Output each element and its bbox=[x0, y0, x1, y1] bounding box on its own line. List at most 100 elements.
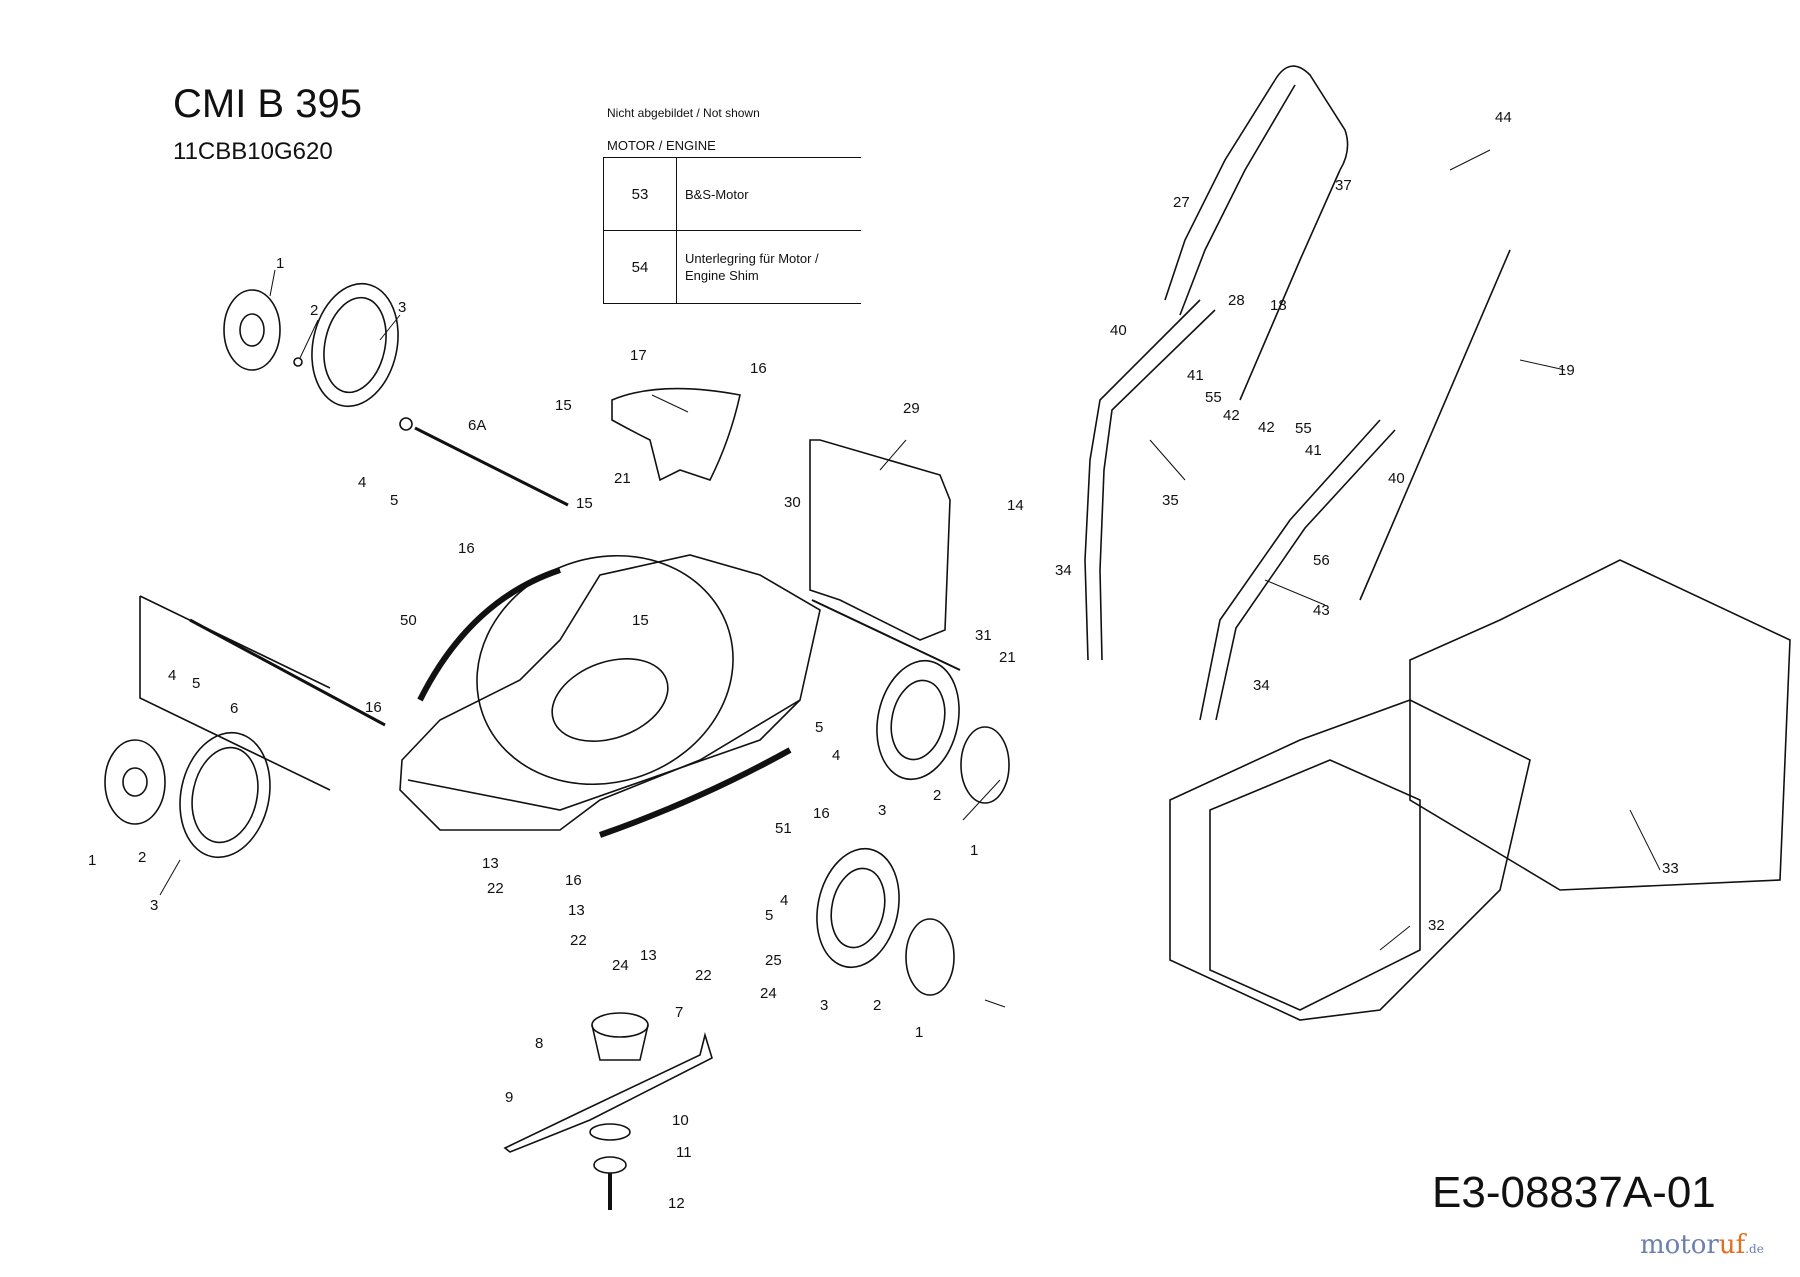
svg-text:42: 42 bbox=[1223, 407, 1240, 424]
blade-9 bbox=[503, 1032, 713, 1153]
side-rail-50 bbox=[417, 567, 561, 702]
svg-text:1: 1 bbox=[276, 255, 284, 272]
side-rail-51 bbox=[599, 747, 792, 838]
svg-text:55: 55 bbox=[1205, 389, 1222, 406]
svg-text:22: 22 bbox=[570, 932, 587, 949]
svg-text:31: 31 bbox=[975, 627, 992, 644]
svg-text:16: 16 bbox=[750, 360, 767, 377]
svg-text:2: 2 bbox=[873, 997, 881, 1014]
svg-text:4: 4 bbox=[832, 747, 840, 764]
handle-lower-35-left bbox=[1084, 299, 1201, 661]
watermark-suffix: .de bbox=[1745, 1242, 1764, 1256]
svg-text:1: 1 bbox=[970, 842, 978, 859]
svg-text:4: 4 bbox=[358, 474, 366, 491]
svg-text:29: 29 bbox=[903, 400, 920, 417]
handle-upper-44 bbox=[1274, 65, 1349, 171]
svg-text:4: 4 bbox=[780, 892, 788, 909]
not-shown-legend: MOTOR / ENGINE 53 B&S-Motor 54 Unterlegr… bbox=[603, 135, 861, 305]
svg-text:28: 28 bbox=[1228, 292, 1245, 309]
svg-text:16: 16 bbox=[458, 540, 475, 557]
svg-text:40: 40 bbox=[1388, 470, 1405, 487]
svg-text:16: 16 bbox=[365, 699, 382, 716]
svg-text:5: 5 bbox=[765, 907, 773, 924]
svg-text:25: 25 bbox=[765, 952, 782, 969]
svg-text:3: 3 bbox=[820, 997, 828, 1014]
svg-text:15: 15 bbox=[632, 612, 649, 629]
legend-header: MOTOR / ENGINE bbox=[603, 135, 861, 158]
svg-text:30: 30 bbox=[784, 494, 801, 511]
axle-6 bbox=[189, 618, 386, 727]
svg-text:4: 4 bbox=[168, 667, 176, 684]
catcher-bag-33 bbox=[1409, 559, 1791, 891]
hubcap-1-right-top bbox=[960, 726, 1010, 804]
watermark-logo: motoruf.de bbox=[1640, 1230, 1764, 1260]
svg-text:33: 33 bbox=[1662, 860, 1679, 877]
legend-row-num: 54 bbox=[603, 231, 677, 303]
hubcap-1-right-bottom bbox=[905, 918, 955, 996]
cover-17 bbox=[611, 387, 741, 482]
svg-text:15: 15 bbox=[555, 397, 572, 414]
svg-text:17: 17 bbox=[630, 347, 647, 364]
svg-text:34: 34 bbox=[1253, 677, 1270, 694]
svg-text:44: 44 bbox=[1495, 109, 1512, 126]
document-id: E3-08837A-01 bbox=[1432, 1168, 1716, 1217]
svg-text:19: 19 bbox=[1558, 362, 1575, 379]
svg-text:24: 24 bbox=[612, 957, 629, 974]
wheel-3-right-top bbox=[876, 659, 960, 781]
svg-text:10: 10 bbox=[672, 1112, 689, 1129]
svg-text:51: 51 bbox=[775, 820, 792, 837]
svg-text:6A: 6A bbox=[468, 417, 486, 434]
svg-text:3: 3 bbox=[150, 897, 158, 914]
svg-text:32: 32 bbox=[1428, 917, 1445, 934]
svg-text:24: 24 bbox=[760, 985, 777, 1002]
svg-text:2: 2 bbox=[138, 849, 146, 866]
svg-text:27: 27 bbox=[1173, 194, 1190, 211]
svg-text:7: 7 bbox=[675, 1004, 683, 1021]
svg-text:8: 8 bbox=[535, 1035, 543, 1052]
rear-flap-29 bbox=[809, 439, 951, 641]
svg-text:14: 14 bbox=[1007, 497, 1024, 514]
svg-text:22: 22 bbox=[695, 967, 712, 984]
axle-6a bbox=[414, 426, 569, 507]
svg-text:3: 3 bbox=[878, 802, 886, 819]
catcher-frame-32 bbox=[1169, 699, 1531, 1021]
svg-text:11: 11 bbox=[676, 1144, 692, 1161]
svg-text:1: 1 bbox=[915, 1024, 923, 1041]
hubcap-1-top bbox=[223, 289, 281, 371]
legend-row-num: 53 bbox=[603, 158, 677, 230]
svg-text:9: 9 bbox=[505, 1089, 513, 1106]
legend-row: 53 B&S-Motor bbox=[603, 158, 861, 231]
wheel-3-bottom bbox=[179, 731, 271, 859]
svg-text:50: 50 bbox=[400, 612, 417, 629]
wheel-3-right-bottom bbox=[816, 847, 900, 969]
handle-lower-43-right bbox=[1199, 419, 1381, 721]
svg-text:55: 55 bbox=[1295, 420, 1312, 437]
cable-19 bbox=[1359, 249, 1511, 601]
svg-text:15: 15 bbox=[576, 495, 593, 512]
svg-text:34: 34 bbox=[1055, 562, 1072, 579]
hubcap-1-bottom bbox=[104, 739, 166, 825]
part-number: 11CBB10G620 bbox=[173, 138, 333, 165]
svg-text:3: 3 bbox=[398, 299, 406, 316]
svg-text:5: 5 bbox=[390, 492, 398, 509]
legend-row-desc: B&S-Motor bbox=[685, 186, 749, 202]
svg-text:21: 21 bbox=[614, 470, 631, 487]
svg-text:13: 13 bbox=[482, 855, 499, 872]
legend-row-desc: Unterlegring für Motor / Engine Shim bbox=[685, 251, 819, 283]
svg-text:41: 41 bbox=[1305, 442, 1322, 459]
svg-text:2: 2 bbox=[310, 302, 318, 319]
svg-text:12: 12 bbox=[668, 1195, 685, 1212]
svg-text:37: 37 bbox=[1335, 177, 1352, 194]
legend-row: 54 Unterlegring für Motor / Engine Shim bbox=[603, 231, 861, 304]
svg-text:16: 16 bbox=[813, 805, 830, 822]
svg-text:40: 40 bbox=[1110, 322, 1127, 339]
svg-text:16: 16 bbox=[565, 872, 582, 889]
deck bbox=[399, 554, 821, 831]
svg-text:18: 18 bbox=[1270, 297, 1287, 314]
svg-text:5: 5 bbox=[192, 675, 200, 692]
watermark-part2: uf bbox=[1718, 1230, 1746, 1260]
svg-text:21: 21 bbox=[999, 649, 1016, 666]
svg-text:56: 56 bbox=[1313, 552, 1330, 569]
